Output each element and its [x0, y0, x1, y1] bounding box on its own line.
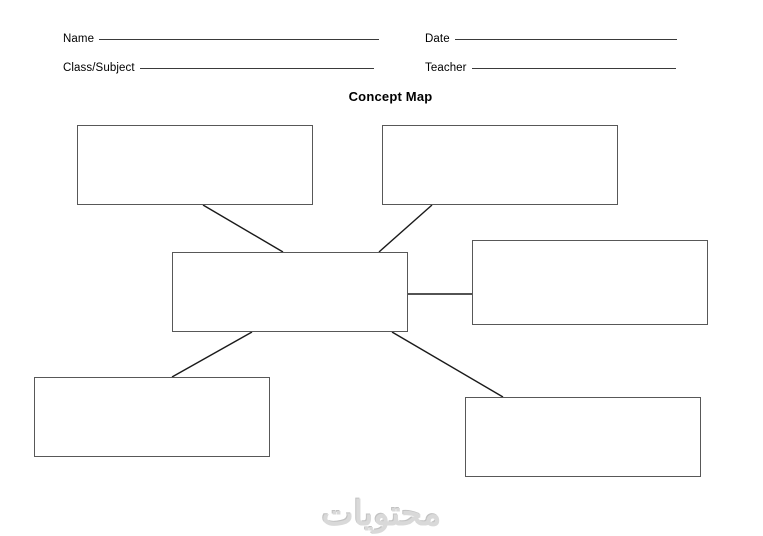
field-teacher-label: Teacher: [425, 62, 467, 74]
page-title: Concept Map: [348, 89, 433, 104]
field-date[interactable]: Date: [425, 32, 677, 46]
node-box-top-left[interactable]: [77, 125, 313, 205]
node-box-right[interactable]: [472, 240, 708, 325]
field-teacher[interactable]: Teacher: [425, 61, 676, 75]
field-teacher-rule[interactable]: [471, 68, 676, 69]
connector-topright-center: [378, 204, 433, 253]
connector-center-bottomright: [391, 331, 504, 398]
connector-center-bottomleft: [171, 331, 253, 378]
node-box-bottom-left[interactable]: [34, 377, 270, 457]
field-name[interactable]: Name: [63, 32, 380, 46]
connector-topleft-center: [202, 204, 284, 253]
field-date-rule[interactable]: [454, 39, 677, 40]
field-class-subject-rule[interactable]: [139, 68, 374, 69]
field-class-subject[interactable]: Class/Subject: [63, 61, 374, 75]
watermark: محتويات: [321, 495, 442, 533]
node-box-center[interactable]: [172, 252, 408, 332]
node-box-bottom-right[interactable]: [465, 397, 701, 477]
field-name-rule[interactable]: [99, 39, 380, 40]
field-class-subject-label: Class/Subject: [63, 62, 135, 74]
field-name-label: Name: [63, 33, 95, 45]
field-date-label: Date: [425, 33, 450, 45]
node-box-top-right[interactable]: [382, 125, 618, 205]
